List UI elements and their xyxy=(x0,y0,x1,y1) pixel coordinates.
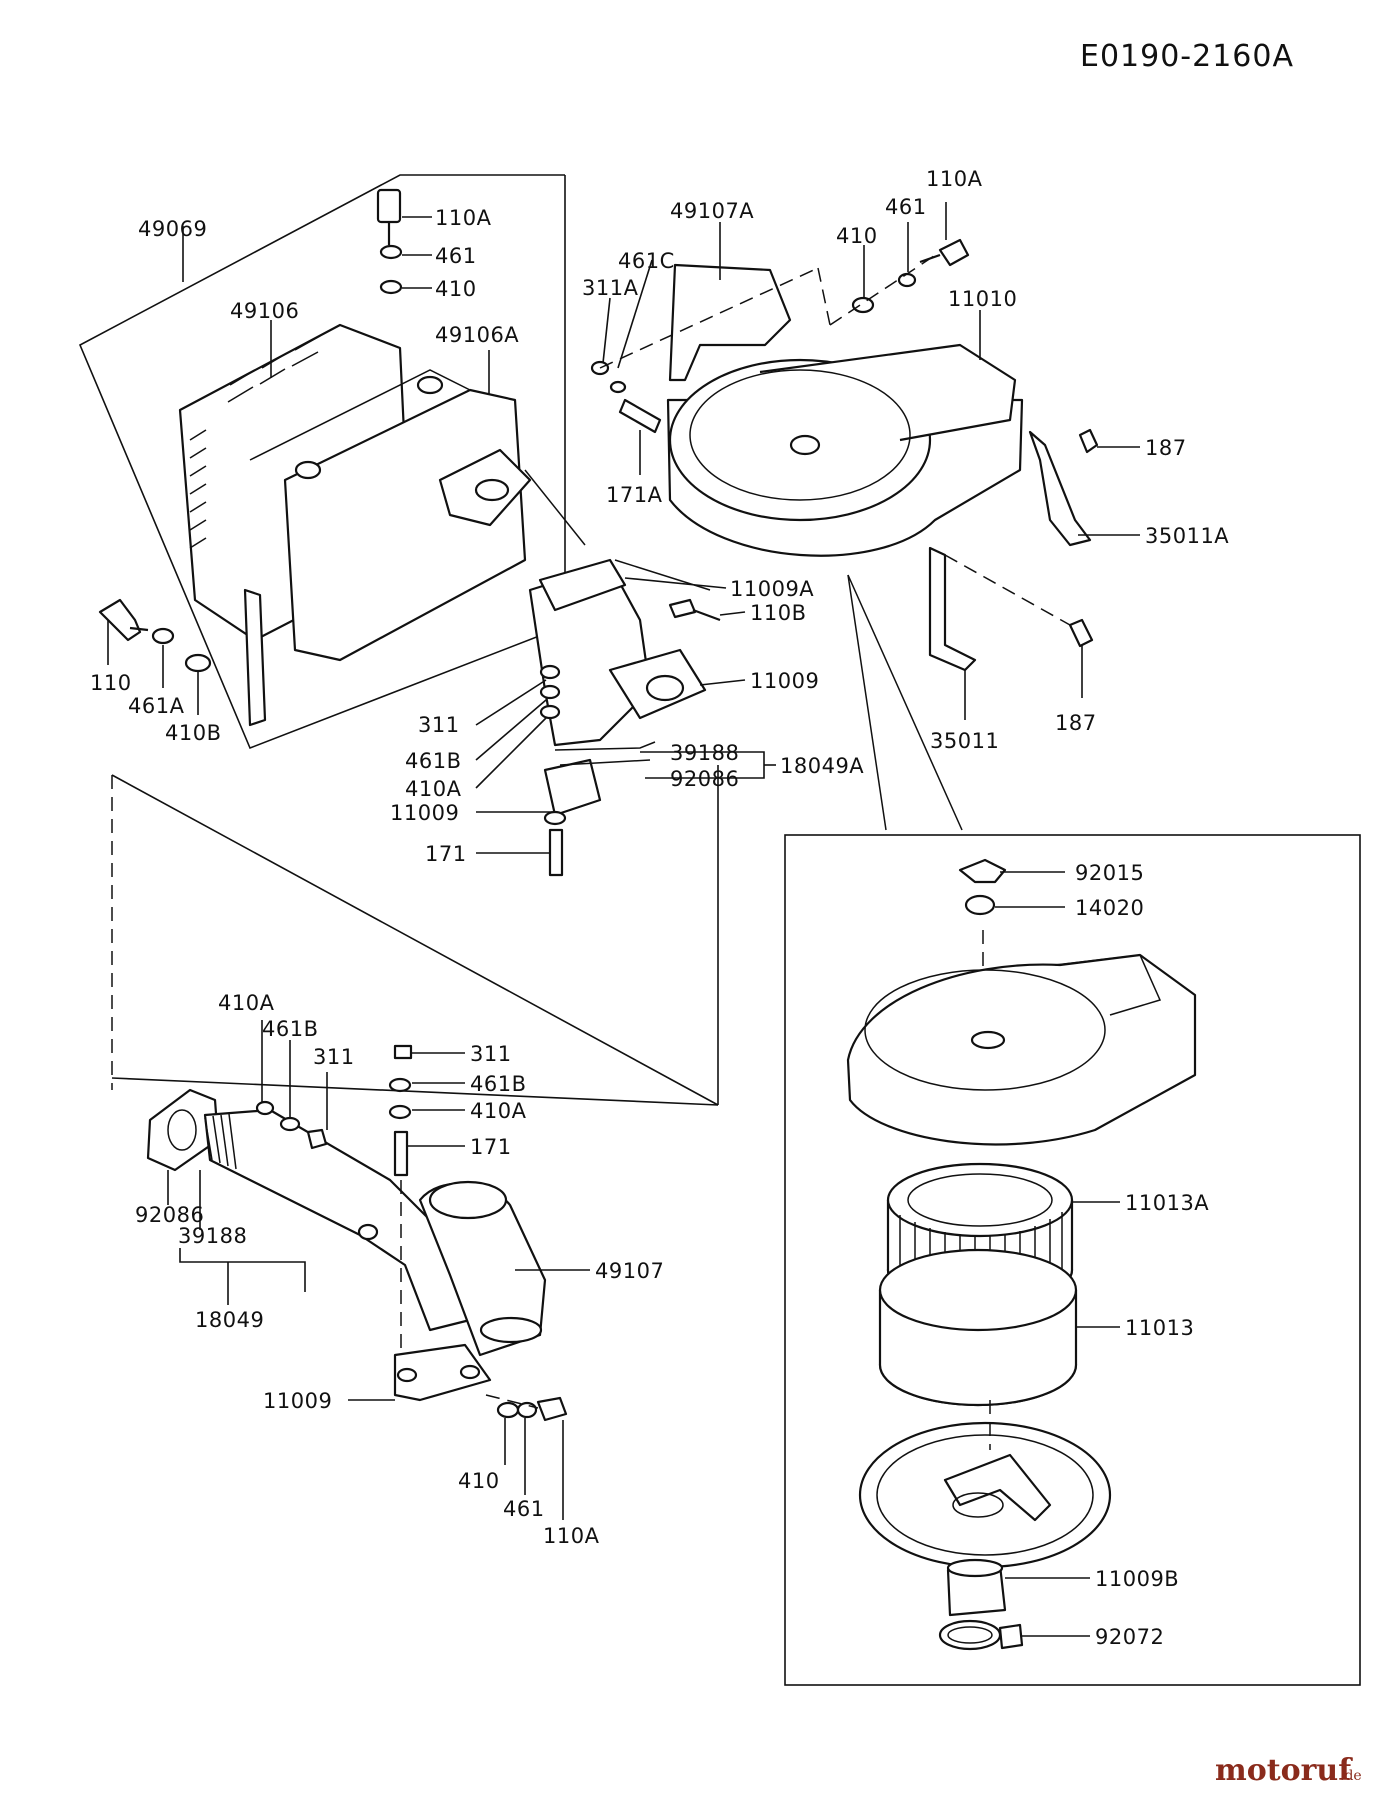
part-label: 11009A xyxy=(730,577,814,601)
part-label: 110 xyxy=(90,671,132,695)
part-label: 187 xyxy=(1145,436,1187,460)
part-label: 461 xyxy=(435,244,477,268)
part-label: 49106A xyxy=(435,323,519,347)
part-label: 18049A xyxy=(780,754,864,778)
part-label: 11009 xyxy=(390,801,459,825)
muffler-group xyxy=(78,174,566,750)
part-label: 92086 xyxy=(670,767,739,791)
part-label: 14020 xyxy=(1075,896,1144,920)
part-label: 49106 xyxy=(230,299,299,323)
watermark-brand: motoruf xyxy=(1215,1753,1353,1788)
part-labels: 49069 110A 461 410 49106 49106A 110 461A… xyxy=(90,167,1229,1649)
part-label: 92072 xyxy=(1095,1625,1164,1649)
part-label: 410B xyxy=(165,721,222,745)
part-label: 35011 xyxy=(930,729,999,753)
watermark-tld: .de xyxy=(1340,1768,1362,1784)
part-label: 171A xyxy=(606,483,663,507)
part-label: 461 xyxy=(885,195,927,219)
part-label: 39188 xyxy=(178,1224,247,1248)
part-label: 39188 xyxy=(670,741,739,765)
part-label: 11013 xyxy=(1125,1316,1194,1340)
part-label: 171 xyxy=(470,1135,512,1159)
part-label: 410A xyxy=(218,991,275,1015)
part-label: 461B xyxy=(470,1072,527,1096)
part-label: 187 xyxy=(1055,711,1097,735)
part-label: 410A xyxy=(470,1099,527,1123)
exhaust-pipe-group xyxy=(111,765,719,1520)
exhaust-elbow-group xyxy=(475,469,776,877)
part-label: 410 xyxy=(836,224,878,248)
air-cleaner-assembly-top xyxy=(590,202,1140,831)
part-label: 461B xyxy=(405,749,462,773)
part-label: 110A xyxy=(926,167,983,191)
part-label: 410A xyxy=(405,777,462,801)
part-label: 11009 xyxy=(263,1389,332,1413)
part-label: 11009 xyxy=(750,669,819,693)
part-label: 110A xyxy=(435,206,492,230)
part-label: 110A xyxy=(543,1524,600,1548)
part-label: 49069 xyxy=(138,217,207,241)
air-cleaner-exploded-group xyxy=(784,834,1361,1686)
part-label: 92086 xyxy=(135,1203,204,1227)
part-label: 49107A xyxy=(670,199,754,223)
part-label: 311 xyxy=(313,1045,355,1069)
part-label: 92015 xyxy=(1075,861,1144,885)
part-label: 311 xyxy=(470,1042,512,1066)
part-label: 410 xyxy=(435,277,477,301)
part-label: 171 xyxy=(425,842,467,866)
part-label: 11010 xyxy=(948,287,1017,311)
part-label: 110B xyxy=(750,601,807,625)
watermark-logo: motoruf .de xyxy=(1215,1753,1362,1788)
diagram-code: E0190-2160A xyxy=(1080,39,1294,74)
part-label: 461C xyxy=(618,249,675,273)
part-label: 461 xyxy=(503,1497,545,1521)
part-label: 410 xyxy=(458,1469,500,1493)
part-label: 49107 xyxy=(595,1259,664,1283)
part-label: 11013A xyxy=(1125,1191,1209,1215)
part-label: 311 xyxy=(418,713,460,737)
part-label: 18049 xyxy=(195,1308,264,1332)
part-label: 461A xyxy=(128,694,185,718)
part-label: 11009B xyxy=(1095,1567,1179,1591)
part-label: 35011A xyxy=(1145,524,1229,548)
part-label: 311A xyxy=(582,276,639,300)
part-label: 461B xyxy=(262,1017,319,1041)
